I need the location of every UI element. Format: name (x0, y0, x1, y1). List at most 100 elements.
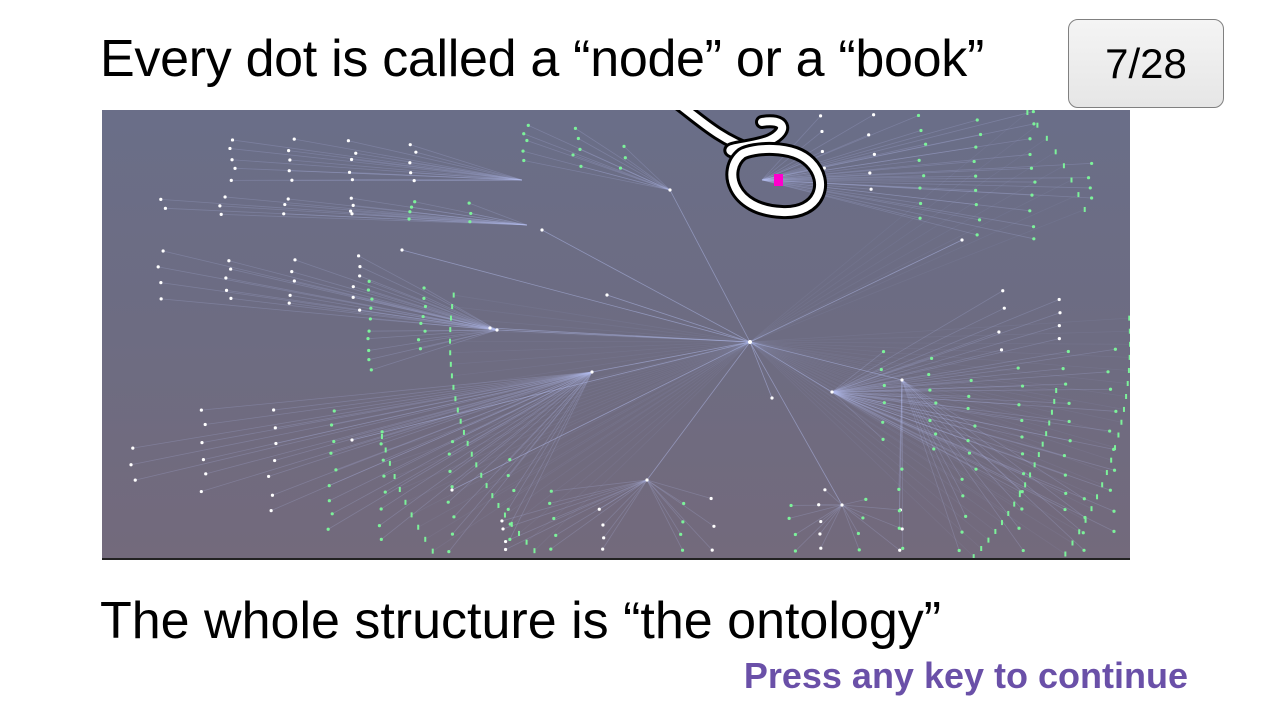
graph-node[interactable] (329, 423, 334, 427)
graph-node[interactable] (1018, 492, 1021, 498)
graph-node[interactable] (408, 210, 412, 214)
graph-node[interactable] (233, 166, 237, 170)
graph-node[interactable] (398, 487, 401, 493)
graph-node[interactable] (292, 137, 296, 141)
graph-node[interactable] (348, 209, 353, 213)
graph-node[interactable] (864, 497, 868, 501)
graph-node[interactable] (423, 304, 428, 309)
graph-node[interactable] (1033, 180, 1037, 184)
graph-node[interactable] (974, 203, 978, 207)
graph-node[interactable] (525, 539, 528, 545)
graph-node[interactable] (367, 329, 371, 333)
graph-node[interactable] (680, 548, 685, 552)
graph-node[interactable] (822, 166, 826, 170)
graph-node[interactable] (133, 478, 137, 482)
graph-node[interactable] (1083, 206, 1086, 212)
graph-node[interactable] (450, 439, 455, 444)
graph-node[interactable] (450, 488, 454, 492)
graph-node[interactable] (1028, 152, 1032, 157)
graph-node[interactable] (379, 507, 383, 511)
graph-node[interactable] (789, 503, 793, 508)
graph-node[interactable] (1108, 488, 1112, 492)
graph-node[interactable] (1020, 452, 1025, 456)
graph-node[interactable] (497, 502, 500, 508)
graph-node[interactable] (923, 142, 928, 146)
graph-node[interactable] (203, 422, 207, 427)
graph-node[interactable] (290, 269, 294, 274)
graph-node[interactable] (1030, 193, 1034, 197)
graph-node[interactable] (506, 473, 510, 478)
graph-node[interactable] (974, 174, 978, 178)
graph-node[interactable] (1029, 472, 1032, 478)
graph-node[interactable] (1108, 387, 1113, 391)
graph-node[interactable] (163, 206, 168, 210)
graph-node[interactable] (830, 390, 834, 394)
graph-node[interactable] (449, 315, 452, 321)
graph-node[interactable] (966, 439, 970, 443)
graph-node[interactable] (274, 441, 278, 446)
graph-node[interactable] (287, 149, 291, 153)
graph-node[interactable] (219, 212, 223, 217)
graph-node[interactable] (872, 113, 876, 117)
graph-node[interactable] (131, 446, 135, 450)
graph-node[interactable] (712, 524, 716, 528)
graph-node[interactable] (412, 179, 416, 183)
graph-node[interactable] (388, 460, 391, 466)
graph-node[interactable] (1055, 387, 1058, 393)
graph-node[interactable] (349, 157, 354, 162)
graph-node[interactable] (1026, 110, 1029, 116)
graph-node[interactable] (1090, 506, 1093, 512)
graph-node[interactable] (503, 539, 508, 544)
graph-node[interactable] (327, 499, 331, 503)
graph-node[interactable] (1031, 225, 1036, 229)
graph-node[interactable] (423, 329, 427, 333)
graph-node[interactable] (418, 347, 423, 351)
graph-node[interactable] (327, 484, 331, 488)
graph-node[interactable] (470, 451, 473, 457)
graph-node[interactable] (288, 158, 292, 162)
graph-node[interactable] (409, 205, 414, 209)
graph-node[interactable] (1058, 311, 1062, 315)
graph-node[interactable] (882, 383, 886, 388)
graph-node[interactable] (1020, 418, 1024, 423)
graph-node[interactable] (224, 276, 228, 280)
graph-node[interactable] (469, 211, 473, 216)
graph-node[interactable] (488, 326, 492, 330)
graph-node[interactable] (867, 133, 871, 137)
graph-node[interactable] (503, 547, 508, 552)
graph-node[interactable] (1037, 452, 1040, 458)
graph-node[interactable] (932, 447, 936, 451)
graph-node[interactable] (1032, 122, 1036, 126)
graph-node[interactable] (597, 507, 601, 511)
graph-node[interactable] (495, 328, 499, 332)
graph-node[interactable] (1120, 419, 1123, 425)
graph-node[interactable] (623, 156, 627, 160)
graph-node[interactable] (916, 113, 921, 118)
graph-node[interactable] (1057, 336, 1061, 341)
graph-node[interactable] (901, 546, 905, 550)
graph-node[interactable] (793, 532, 797, 537)
graph-node[interactable] (578, 147, 582, 151)
graph-node[interactable] (332, 439, 336, 444)
graph-node[interactable] (407, 217, 411, 221)
graph-node[interactable] (861, 516, 865, 520)
graph-node[interactable] (447, 452, 451, 456)
graph-node[interactable] (350, 178, 355, 182)
graph-node[interactable] (452, 515, 456, 519)
graph-node[interactable] (329, 451, 333, 455)
graph-node[interactable] (503, 512, 506, 518)
graph-node[interactable] (200, 441, 204, 445)
graph-node[interactable] (540, 228, 544, 232)
graph-node[interactable] (367, 348, 371, 353)
graph-node[interactable] (1086, 176, 1091, 180)
graph-node[interactable] (351, 285, 355, 289)
graph-node[interactable] (820, 149, 824, 154)
graph-node[interactable] (413, 200, 417, 204)
graph-node[interactable] (450, 373, 453, 379)
graph-node[interactable] (522, 132, 526, 136)
graph-node[interactable] (449, 327, 452, 333)
graph-node[interactable] (548, 501, 552, 505)
graph-node[interactable] (1062, 163, 1065, 169)
graph-node[interactable] (229, 296, 233, 300)
graph-node[interactable] (1057, 324, 1061, 328)
